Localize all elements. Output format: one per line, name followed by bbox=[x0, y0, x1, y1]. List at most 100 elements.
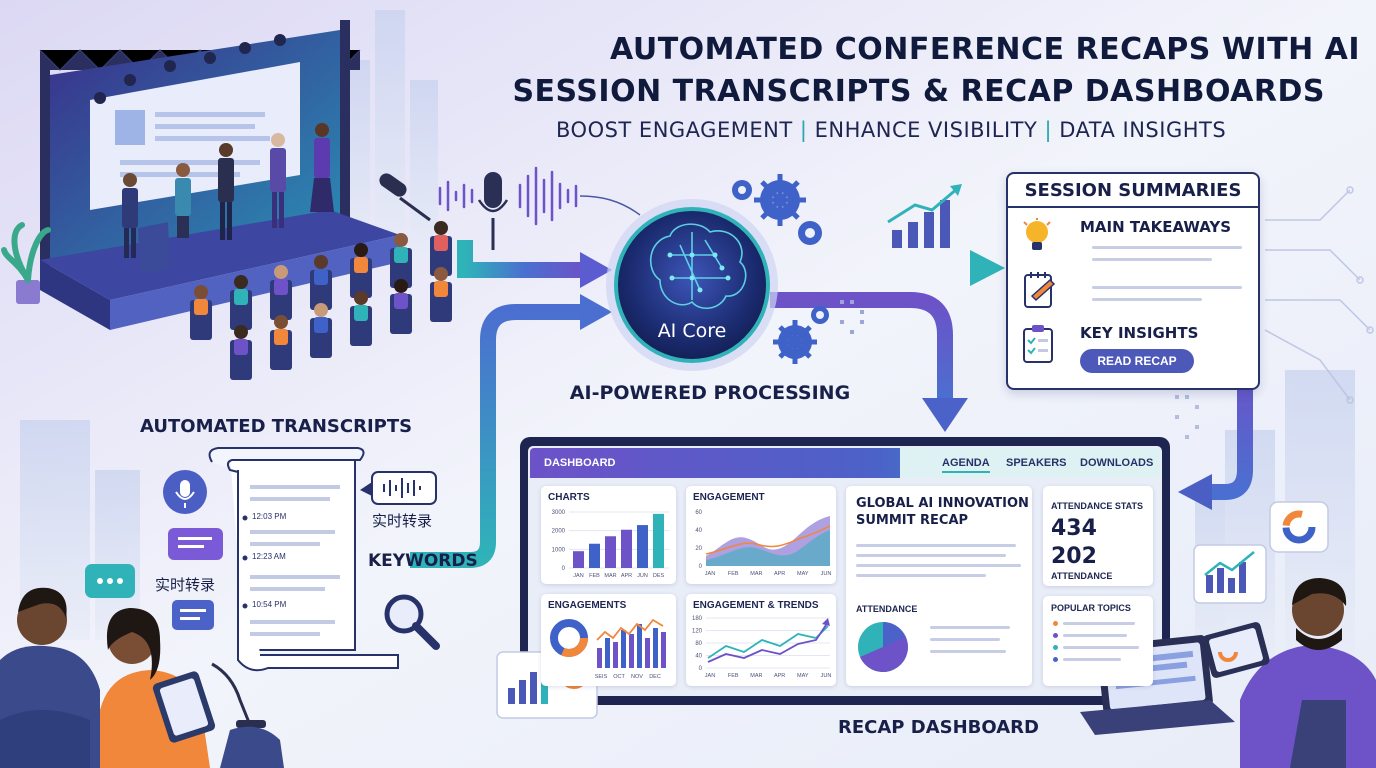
bar bbox=[653, 513, 664, 568]
x-tick-label: JAN bbox=[705, 571, 715, 577]
topic-bullet bbox=[1053, 657, 1058, 662]
y-tick-label: 60 bbox=[695, 510, 702, 516]
notepad-pencil-icon bbox=[1024, 272, 1056, 308]
x-tick-label: OCT bbox=[613, 674, 625, 680]
y-tick-label: 80 bbox=[695, 641, 702, 647]
line-series bbox=[705, 525, 831, 555]
x-tick-label: FEB bbox=[728, 673, 739, 679]
text-line bbox=[856, 544, 1016, 547]
panel-divider bbox=[1008, 206, 1258, 208]
event-title-line1: GLOBAL AI INNOVATION bbox=[856, 496, 1029, 511]
line-series bbox=[707, 621, 829, 663]
tagline: BOOST ENGAGEMENT | ENHANCE VISIBILITY | … bbox=[556, 118, 1226, 142]
attendance-stats-card: ATTENDANCE STATS 434 202 ATTENDANCE bbox=[1043, 486, 1153, 586]
tagline-separator: | bbox=[799, 118, 808, 142]
x-tick-label: FEB bbox=[589, 573, 600, 579]
popular-topics-card: POPULAR TOPICS bbox=[1043, 596, 1153, 686]
tab-agenda[interactable]: AGENDA bbox=[942, 457, 990, 473]
text-line bbox=[930, 650, 1006, 653]
topic-line bbox=[1063, 646, 1139, 649]
bar bbox=[613, 642, 618, 668]
x-tick-label: FEB bbox=[728, 571, 739, 577]
line-series bbox=[596, 618, 664, 641]
text-line bbox=[1092, 246, 1242, 249]
read-recap-button[interactable]: READ RECAP bbox=[1080, 349, 1194, 373]
text-line bbox=[856, 574, 986, 577]
line-series bbox=[707, 625, 829, 659]
bar bbox=[637, 525, 648, 568]
x-tick-label: JAN bbox=[573, 573, 583, 579]
x-tick-label: APR bbox=[774, 571, 785, 577]
x-tick-label: APR bbox=[774, 673, 785, 679]
attendance-label: ATTENDANCE bbox=[856, 604, 918, 614]
x-tick-label: JUN bbox=[637, 573, 648, 579]
dashboard-tab-bar: AGENDA SPEAKERS DOWNLOADS bbox=[900, 448, 1160, 478]
topic-line bbox=[1063, 634, 1127, 637]
card-title: CHARTS bbox=[548, 492, 590, 503]
session-summaries-title: SESSION SUMMARIES bbox=[1024, 180, 1242, 201]
checklist-icon bbox=[1023, 325, 1053, 363]
y-tick-label: 3000 bbox=[552, 510, 566, 516]
area-series bbox=[706, 530, 830, 566]
realtime-transcription-label: 实时转录 bbox=[372, 512, 433, 530]
transcripts-heading: AUTOMATED TRANSCRIPTS bbox=[140, 416, 413, 437]
tagline-item: ENHANCE VISIBILITY bbox=[814, 118, 1038, 142]
y-tick-label: 40 bbox=[695, 654, 702, 660]
attendance-stat-value: 434 bbox=[1051, 516, 1097, 541]
y-tick-label: 2000 bbox=[552, 529, 566, 535]
bar bbox=[621, 529, 632, 568]
card-title: ENGAGEMENT & TRENDS bbox=[693, 600, 819, 611]
card-title: ENGAGEMENT bbox=[693, 492, 765, 503]
y-tick-label: 20 bbox=[695, 546, 702, 552]
bar bbox=[653, 628, 658, 668]
lightbulb-icon bbox=[1023, 218, 1051, 250]
text-line bbox=[856, 554, 1006, 557]
session-summaries-panel: SESSION SUMMARIES MAIN TAKEAWAYS KEY INS… bbox=[1006, 172, 1260, 390]
x-tick-label: MAR bbox=[604, 573, 616, 579]
text-line bbox=[856, 564, 1021, 567]
bar bbox=[573, 551, 584, 568]
donut-segment bbox=[550, 619, 588, 657]
y-tick-label: 0 bbox=[699, 564, 703, 570]
x-tick-label: SEIS bbox=[595, 674, 608, 680]
transcript-timestamp: 12:03 PM bbox=[252, 512, 287, 521]
bar bbox=[597, 648, 602, 668]
y-tick-label: 120 bbox=[692, 629, 703, 635]
main-title-line1: AUTOMATED CONFERENCE RECAPS WITH AI bbox=[610, 32, 1360, 67]
dashboard-title: DASHBOARD bbox=[544, 457, 616, 469]
x-tick-label: JAN bbox=[705, 673, 715, 679]
bar bbox=[589, 543, 600, 568]
tab-downloads[interactable]: DOWNLOADS bbox=[1080, 457, 1154, 469]
attendance-stat-label: ATTENDANCE bbox=[1051, 571, 1113, 581]
arrowhead bbox=[822, 618, 830, 626]
main-takeaways-label: MAIN TAKEAWAYS bbox=[1080, 218, 1232, 236]
popular-topics-title: POPULAR TOPICS bbox=[1051, 603, 1131, 613]
bar bbox=[621, 630, 626, 668]
y-tick-label: 180 bbox=[692, 616, 703, 622]
x-tick-label: MAY bbox=[797, 571, 809, 577]
transcript-timestamp: 12:23 AM bbox=[252, 552, 286, 561]
attendance-pie-chart bbox=[858, 622, 908, 672]
event-summary-card: GLOBAL AI INNOVATION SUMMIT RECAP ATTEND… bbox=[846, 486, 1032, 686]
card-title: ENGAGEMENTS bbox=[548, 600, 627, 611]
tab-speakers[interactable]: SPEAKERS bbox=[1006, 457, 1067, 469]
y-tick-label: 0 bbox=[699, 666, 703, 672]
topic-bullet bbox=[1053, 621, 1058, 626]
attendance-stat-value: 202 bbox=[1051, 544, 1097, 569]
keywords-label: KEYWORDS bbox=[368, 551, 478, 571]
x-tick-label: MAR bbox=[750, 571, 762, 577]
tagline-item: BOOST ENGAGEMENT bbox=[556, 118, 793, 142]
x-tick-label: DES bbox=[653, 573, 665, 579]
attendance-stats-title: ATTENDANCE STATS bbox=[1051, 501, 1143, 511]
bar bbox=[605, 638, 610, 668]
text-line bbox=[1092, 286, 1242, 289]
key-insights-label: KEY INSIGHTS bbox=[1080, 324, 1199, 342]
topic-line bbox=[1063, 622, 1135, 625]
text-line bbox=[1092, 258, 1212, 261]
text-line bbox=[930, 626, 1010, 629]
